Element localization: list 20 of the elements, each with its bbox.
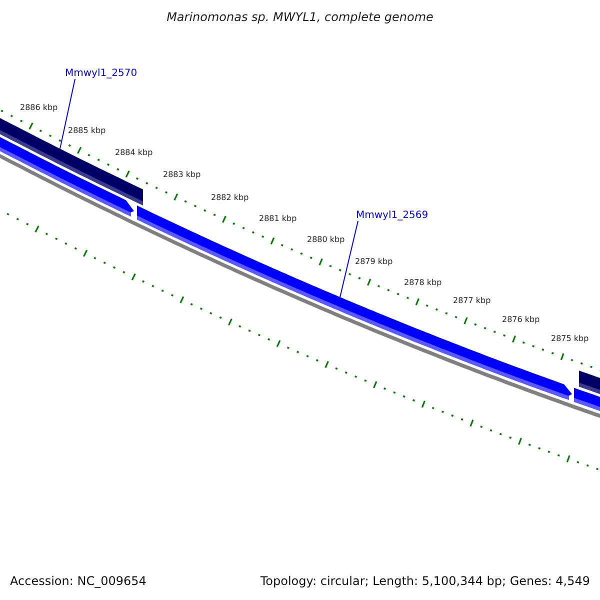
tick-label: 2879 kbp bbox=[355, 257, 393, 266]
gene-bar bbox=[137, 206, 572, 400]
footer-text: Topology: circular; Length: 5,100,344 bp; Genes: 4,549 bbox=[260, 574, 590, 588]
gene-label: Mmwyl1_2570 bbox=[65, 68, 138, 79]
tick-label: 2883 kbp bbox=[163, 170, 201, 179]
tick-label: 2876 kbp bbox=[502, 315, 540, 324]
gene-bar bbox=[0, 134, 134, 217]
tick-label: 2885 kbp bbox=[68, 126, 106, 135]
gene-label: Mmwyl1_2569 bbox=[356, 210, 428, 221]
tick-label: 2884 kbp bbox=[115, 148, 153, 157]
tick-label: 2881 kbp bbox=[259, 214, 297, 223]
gene-bar bbox=[574, 388, 600, 413]
leader-line bbox=[60, 78, 76, 150]
title: Marinomonas sp. MWYL1, complete genome bbox=[166, 10, 434, 24]
tick-label: 2878 kbp bbox=[404, 278, 442, 287]
footer-text: Accession: NC_009654 bbox=[10, 574, 146, 588]
tick-label: 2880 kbp bbox=[307, 235, 345, 244]
tick-label: 2875 kbp bbox=[551, 334, 589, 343]
tick-label: 2886 kbp bbox=[20, 103, 58, 112]
tick-label: 2877 kbp bbox=[453, 296, 491, 305]
